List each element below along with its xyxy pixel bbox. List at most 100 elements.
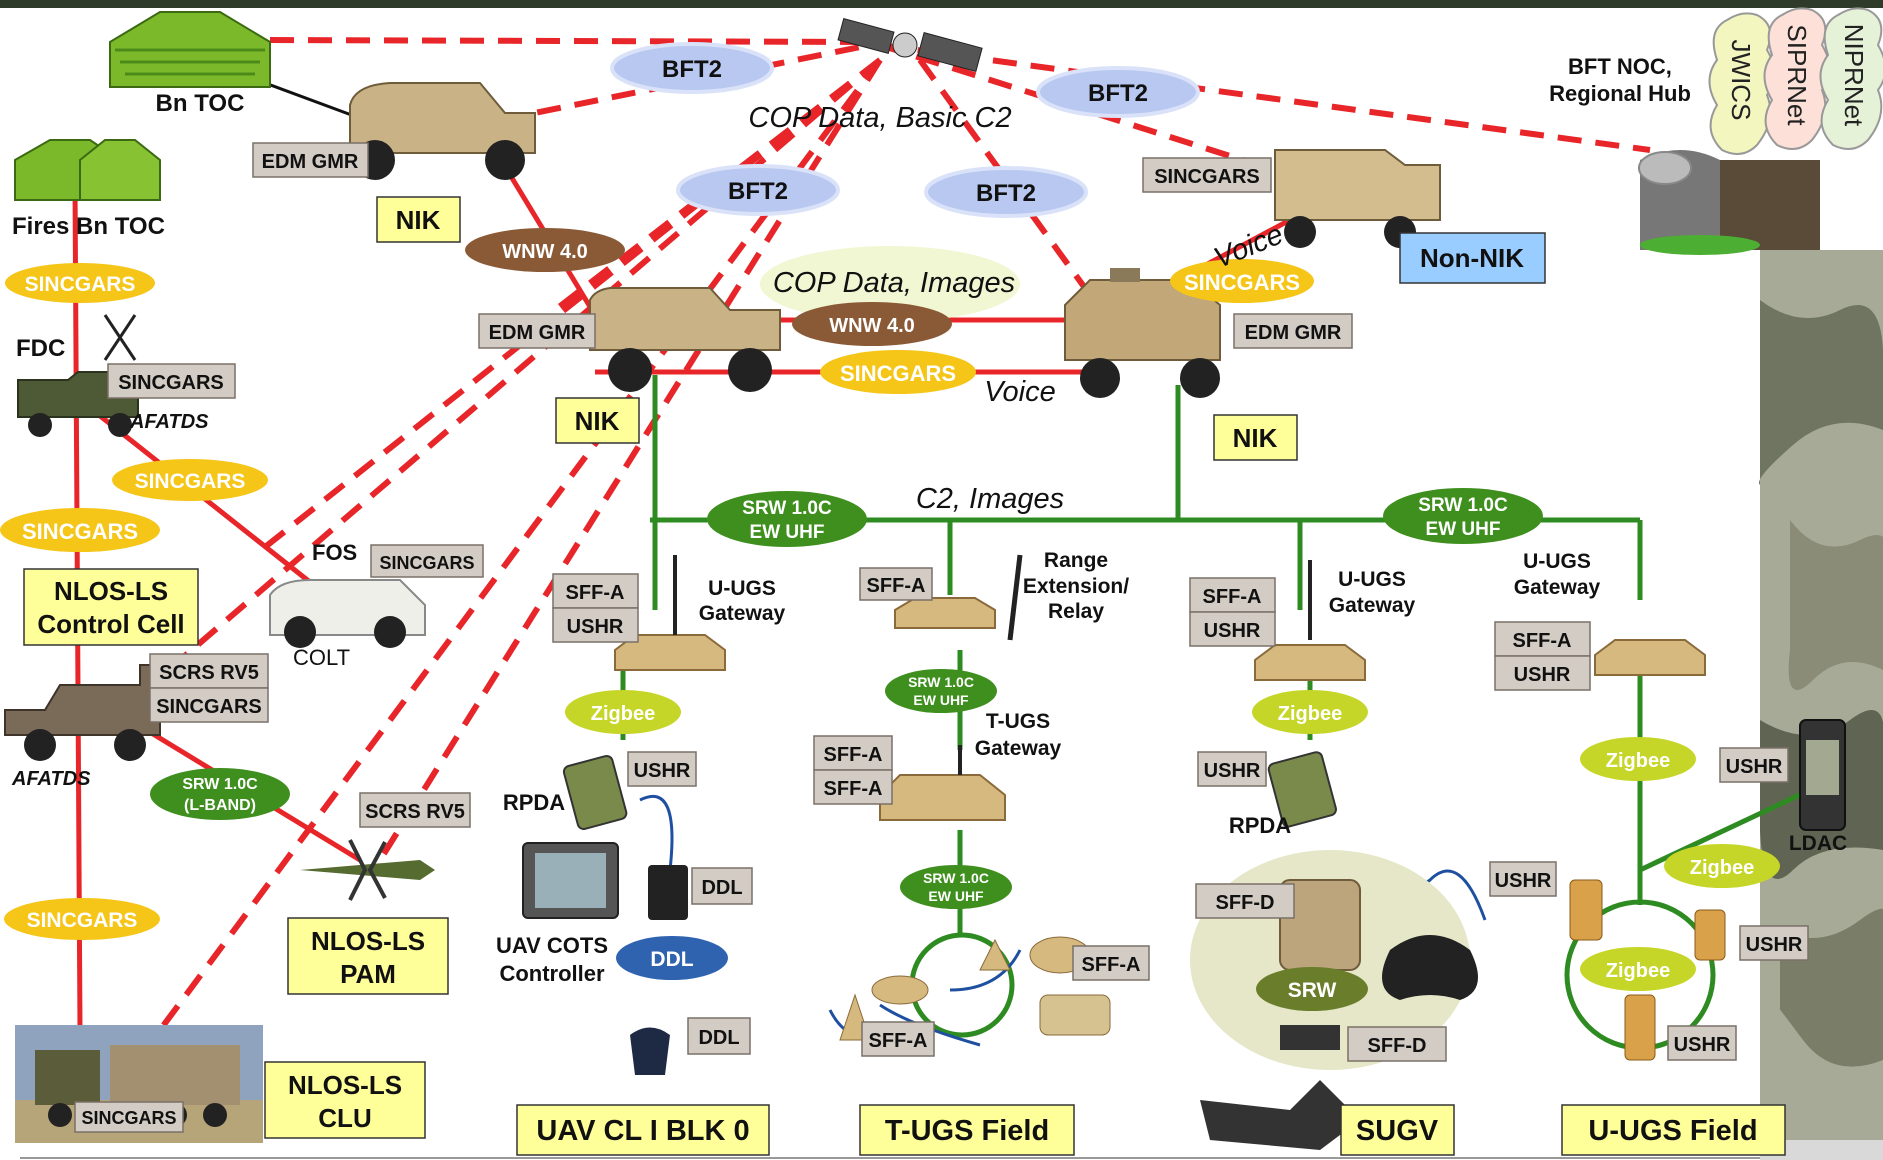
rpda-1-label: RPDA xyxy=(503,790,565,815)
fires-bn-toc-label: Fires Bn TOC xyxy=(12,213,165,240)
svg-text:EDM GMR: EDM GMR xyxy=(489,322,586,344)
svg-text:WNW 4.0: WNW 4.0 xyxy=(829,315,915,337)
svg-text:SFF-D: SFF-D xyxy=(1368,1035,1427,1057)
mrap-icon xyxy=(1064,268,1221,398)
svg-text:SINCGARS: SINCGARS xyxy=(379,553,474,573)
gray-label-ddl-1: DDL xyxy=(691,867,753,905)
svg-text:JWICS: JWICS xyxy=(1726,40,1756,121)
svg-text:NIPRNet: NIPRNet xyxy=(1839,24,1869,127)
svg-text:DDL: DDL xyxy=(701,877,742,899)
gray-label-scrs-rv5-2: SCRS RV5 xyxy=(359,792,471,828)
bn-toc-icon xyxy=(109,11,271,88)
svg-text:SINCGARS: SINCGARS xyxy=(156,696,262,718)
t-ugs-gateway-icon xyxy=(879,745,1006,821)
non-nik-vehicle-icon xyxy=(1274,149,1441,248)
c2-images-note: C2, Images xyxy=(916,483,1064,515)
svg-text:NLOS-LS: NLOS-LS xyxy=(54,576,168,606)
bft2-oval-1: BFT2 xyxy=(610,42,774,94)
fires-bn-toc-icon xyxy=(14,139,161,201)
svg-text:EDM GMR: EDM GMR xyxy=(1245,322,1342,344)
bn-toc-label: Bn TOC xyxy=(156,90,245,117)
camo-background xyxy=(1758,250,1883,1160)
svg-text:NLOS-LS: NLOS-LS xyxy=(311,926,425,956)
svg-text:Control Cell: Control Cell xyxy=(37,609,184,639)
svg-text:BFT2: BFT2 xyxy=(1088,80,1148,107)
top-bar xyxy=(0,0,1883,8)
bft-noc-label: BFT NOC, xyxy=(1568,54,1672,79)
svg-text:SIPRNet: SIPRNet xyxy=(1782,24,1812,126)
humvee-icon-1 xyxy=(349,82,536,180)
svg-text:SINCGARS: SINCGARS xyxy=(81,1108,176,1128)
fos-vehicle-icon xyxy=(269,579,426,648)
svg-text:SFF-A: SFF-A xyxy=(867,575,926,597)
svg-text:USHR: USHR xyxy=(1495,870,1552,892)
gray-label-sff-a-8: SFF-A xyxy=(1494,621,1591,657)
afatds-label-1: AFATDS xyxy=(129,411,209,433)
t-ugs-gateway-label-a: T-UGS xyxy=(986,710,1050,733)
svg-text:NIK: NIK xyxy=(575,406,620,436)
svg-text:DDL: DDL xyxy=(650,948,693,971)
zigbee-oval-4: Zigbee xyxy=(1664,844,1780,888)
svg-text:SFF-A: SFF-A xyxy=(869,1030,928,1052)
u-ugs-gateway-3-label-a: U-UGS xyxy=(1523,550,1591,573)
svg-text:EDM GMR: EDM GMR xyxy=(262,151,359,173)
gray-label-sff-a-2: SFF-A xyxy=(859,567,933,601)
svg-text:USHR: USHR xyxy=(1746,934,1803,956)
svg-text:BFT2: BFT2 xyxy=(662,56,722,83)
sincgars-oval-2: SINCGARS xyxy=(112,459,268,501)
svg-text:SFF-A: SFF-A xyxy=(566,582,625,604)
svg-text:SINCGARS: SINCGARS xyxy=(25,273,136,296)
svg-text:CLU: CLU xyxy=(318,1103,371,1133)
uav-controller-icon xyxy=(522,842,688,920)
svg-text:BFT2: BFT2 xyxy=(976,180,1036,207)
gray-label-ushr-2: USHR xyxy=(627,751,697,787)
svg-text:NLOS-LS: NLOS-LS xyxy=(288,1070,402,1100)
svg-text:NIK: NIK xyxy=(396,205,441,235)
bft2-oval-4: BFT2 xyxy=(924,166,1088,218)
svg-text:SRW 1.0C: SRW 1.0C xyxy=(182,776,258,793)
wnw-oval-2: WNW 4.0 xyxy=(792,302,952,346)
gray-label-sincgars-fdc: SINCGARS xyxy=(107,363,236,399)
svg-text:SFF-A: SFF-A xyxy=(1513,630,1572,652)
gray-label-sincgars-fos: SINCGARS xyxy=(370,544,484,578)
svg-text:SFF-A: SFF-A xyxy=(1082,954,1141,976)
gray-label-edm-gmr-2: EDM GMR xyxy=(478,313,596,349)
svg-text:U-UGS Field: U-UGS Field xyxy=(1588,1115,1757,1147)
sincgars-oval-4: SINCGARS xyxy=(4,898,160,940)
u-ugs-gateway-1-label-a: U-UGS xyxy=(708,577,776,600)
t-ugs-field-box: T-UGS Field xyxy=(859,1104,1075,1156)
svg-text:USHR: USHR xyxy=(567,616,624,638)
svg-text:NIK: NIK xyxy=(1233,423,1278,453)
ddl-oval: DDL xyxy=(616,936,728,980)
svg-text:WNW 4.0: WNW 4.0 xyxy=(502,241,588,263)
gray-label-sff-a-5: SFF-A xyxy=(1072,945,1150,981)
cop-basic-c2-note: COP Data, Basic C2 xyxy=(748,102,1011,134)
hub-icon xyxy=(1638,150,1820,255)
svg-text:SINCGARS: SINCGARS xyxy=(840,361,956,386)
u-ugs-gateway-2-label-a: U-UGS xyxy=(1338,568,1406,591)
gray-label-ushr-6: USHR xyxy=(1494,655,1591,691)
non-nik-box: Non-NIK xyxy=(1399,232,1546,284)
nik-box-2: NIK xyxy=(555,397,640,444)
gray-label-sff-a-3: SFF-A xyxy=(813,735,893,771)
range-ext-label-b: Extension/ xyxy=(1023,575,1129,598)
ldac-label: LDAC xyxy=(1789,832,1847,855)
gray-label-sincgars-cc: SINCGARS xyxy=(149,687,269,723)
svg-text:SINCGARS: SINCGARS xyxy=(1184,270,1300,295)
svg-text:SRW 1.0C: SRW 1.0C xyxy=(1418,495,1508,516)
fos-label: FOS xyxy=(312,540,357,565)
control-cell-vehicle-icon xyxy=(4,664,161,761)
svg-text:SRW: SRW xyxy=(1288,979,1337,1002)
srw-oval: SRW xyxy=(1256,967,1368,1011)
gray-label-sincgars-nonnik: SINCGARS xyxy=(1142,157,1272,193)
humvee-icon-2 xyxy=(589,287,781,392)
svg-text:SINCGARS: SINCGARS xyxy=(22,519,138,544)
range-ext-label-c: Relay xyxy=(1048,600,1104,623)
svg-text:EW UHF: EW UHF xyxy=(1426,519,1501,540)
u-ugs-gateway-3-icon xyxy=(1594,639,1706,676)
svg-text:Zigbee: Zigbee xyxy=(591,703,655,725)
pam-missile-icon xyxy=(300,839,435,901)
srw-ew-oval-2: SRW 1.0C EW UHF xyxy=(1383,488,1543,544)
